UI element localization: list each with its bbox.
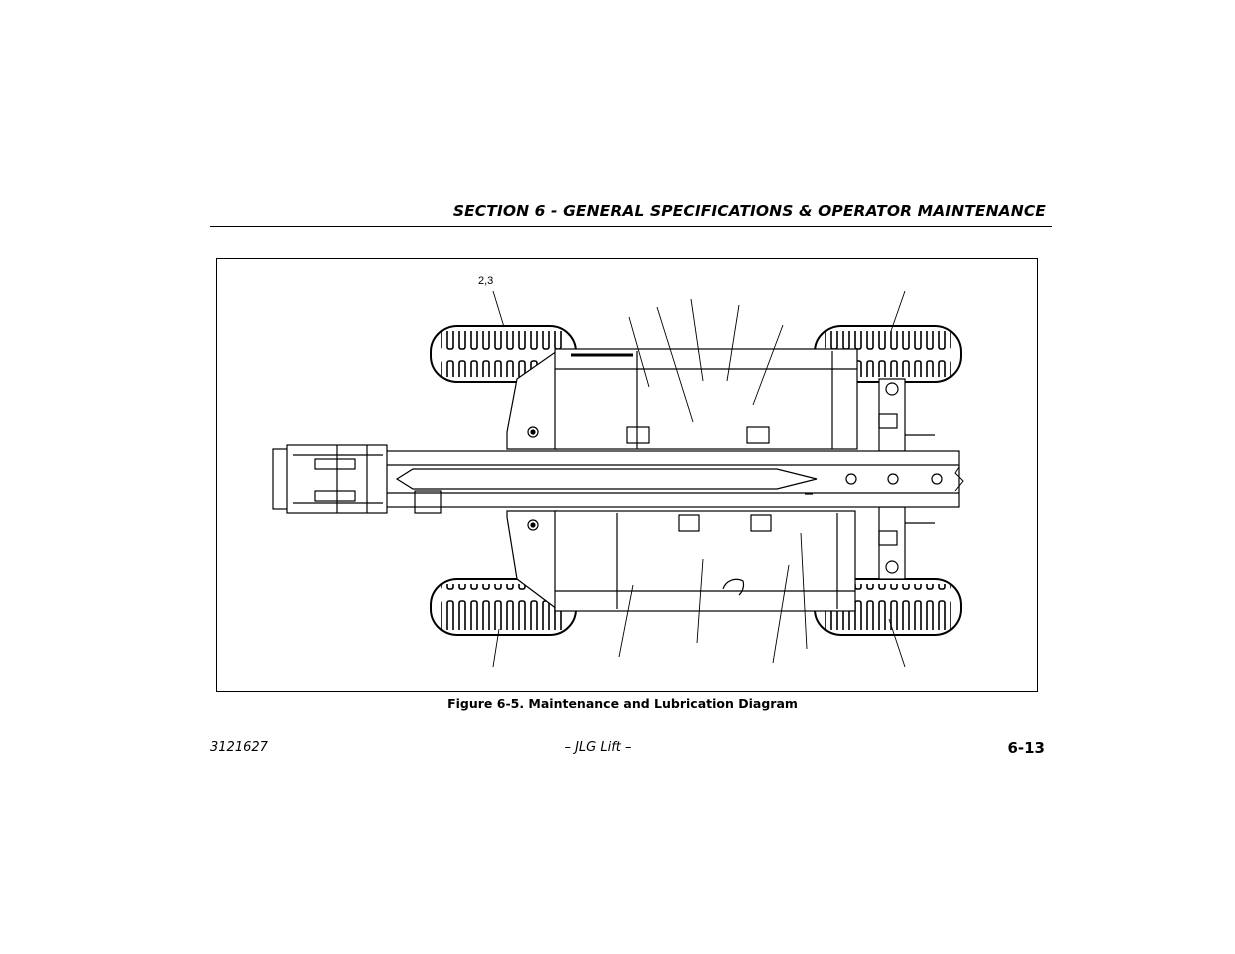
boom — [288, 450, 964, 514]
lower-compartment — [527, 510, 856, 612]
doc-number: 3121627 — [210, 740, 268, 755]
footer-center-text: – JLG Lift – — [564, 740, 632, 755]
platform-end — [272, 444, 388, 514]
figure-caption: Figure 6-5. Maintenance and Lubrication … — [447, 696, 798, 711]
callout-leaders — [492, 290, 906, 668]
header-rule — [210, 226, 1052, 227]
tire-front-left — [430, 325, 577, 383]
callout-label-2-3: 2,3 — [478, 275, 494, 287]
figure-frame: 2,3 — [216, 258, 1038, 692]
page-number: 6-13 — [1007, 739, 1045, 757]
lubrication-diagram — [272, 290, 964, 668]
rear-axle-details — [878, 378, 935, 580]
upper-compartment — [527, 348, 858, 450]
section-title: SECTION 6 - GENERAL SPECIFICATIONS & OPE… — [452, 202, 1046, 220]
